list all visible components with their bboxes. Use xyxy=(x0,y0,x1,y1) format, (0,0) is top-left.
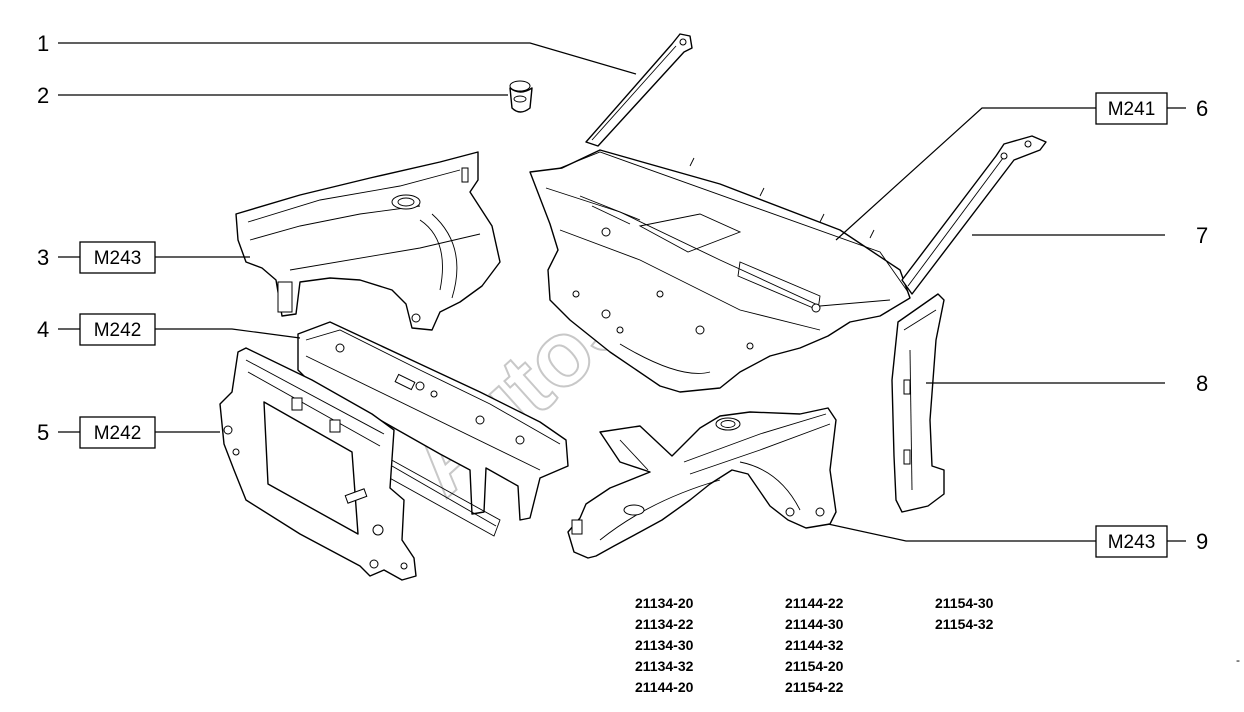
variant-code: 21134-22 xyxy=(635,616,694,632)
model-variant-list: 21134-20 21134-22 21134-30 21134-32 2114… xyxy=(635,595,1055,695)
part-8-pillar-reinforcement xyxy=(891,293,945,513)
callout-number-9: 9 xyxy=(1196,529,1208,554)
svg-text:M241: M241 xyxy=(1108,99,1156,120)
callout-number-8: 8 xyxy=(1196,371,1208,396)
svg-text:M243: M243 xyxy=(1108,532,1156,553)
leader-line-1 xyxy=(58,42,637,75)
part-9-right-mudguard xyxy=(567,407,837,559)
variant-code: 21154-22 xyxy=(785,679,844,695)
part-6-firewall-panel xyxy=(529,149,911,393)
code-box-5: M242 xyxy=(79,416,156,449)
part-4-radiator-upper-crossmember xyxy=(297,321,569,537)
variant-code: 21154-20 xyxy=(785,658,844,674)
callout-number-3: 3 xyxy=(37,245,49,270)
code-box-3: M243 xyxy=(79,241,156,274)
callout-number-6: 6 xyxy=(1196,96,1208,121)
svg-text:M242: M242 xyxy=(94,320,142,341)
variant-code: 21144-20 xyxy=(635,679,694,695)
part-7-windshield-pillar-right xyxy=(901,135,1047,295)
leader-line-9 xyxy=(827,523,1096,542)
variant-code: 21134-20 xyxy=(635,595,694,611)
variant-code: 21144-30 xyxy=(785,616,844,632)
callout-number-1: 1 xyxy=(37,31,49,56)
variant-code: 21154-32 xyxy=(935,616,994,632)
part-2-rubber-plug xyxy=(509,80,533,113)
part-3-left-mudguard xyxy=(235,151,501,331)
variant-code: 21144-22 xyxy=(785,595,844,611)
code-box-6: M241 xyxy=(1095,92,1168,125)
callout-number-5: 5 xyxy=(37,420,49,445)
variant-code: 21134-30 xyxy=(635,637,694,653)
leader-line-4 xyxy=(155,328,301,339)
part-5-radiator-frame xyxy=(219,347,417,581)
callout-number-4: 4 xyxy=(37,317,49,342)
svg-text:M243: M243 xyxy=(94,248,142,269)
variant-code: 21144-32 xyxy=(785,637,844,653)
code-box-9: M243 xyxy=(1095,525,1168,558)
part-1-windshield-pillar-left xyxy=(585,33,693,147)
callout-number-7: 7 xyxy=(1196,223,1208,248)
callout-number-2: 2 xyxy=(37,83,49,108)
variant-code: 21154-30 xyxy=(935,595,994,611)
variant-code: 21134-32 xyxy=(635,658,694,674)
corner-mark: - xyxy=(1236,653,1240,667)
svg-text:M242: M242 xyxy=(94,423,142,444)
code-box-4: M242 xyxy=(79,313,156,346)
